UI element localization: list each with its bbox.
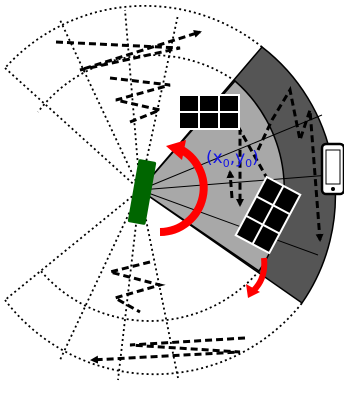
rotation-arrow-icon (159, 140, 208, 236)
scan-path-bottom (90, 260, 246, 364)
sensor-bar-icon (127, 159, 157, 225)
antenna-panel-icon (178, 94, 240, 130)
sector-divider-line (139, 114, 323, 191)
antenna-panel-icon (234, 175, 302, 255)
sector-divider-line (139, 189, 319, 256)
origin-coordinate-label: (x0,y0) (206, 148, 259, 170)
rotation-arrow-icon (246, 257, 268, 298)
phone-icon (320, 142, 344, 196)
scan-path-top (55, 29, 202, 124)
sector-divider-line (139, 174, 331, 191)
